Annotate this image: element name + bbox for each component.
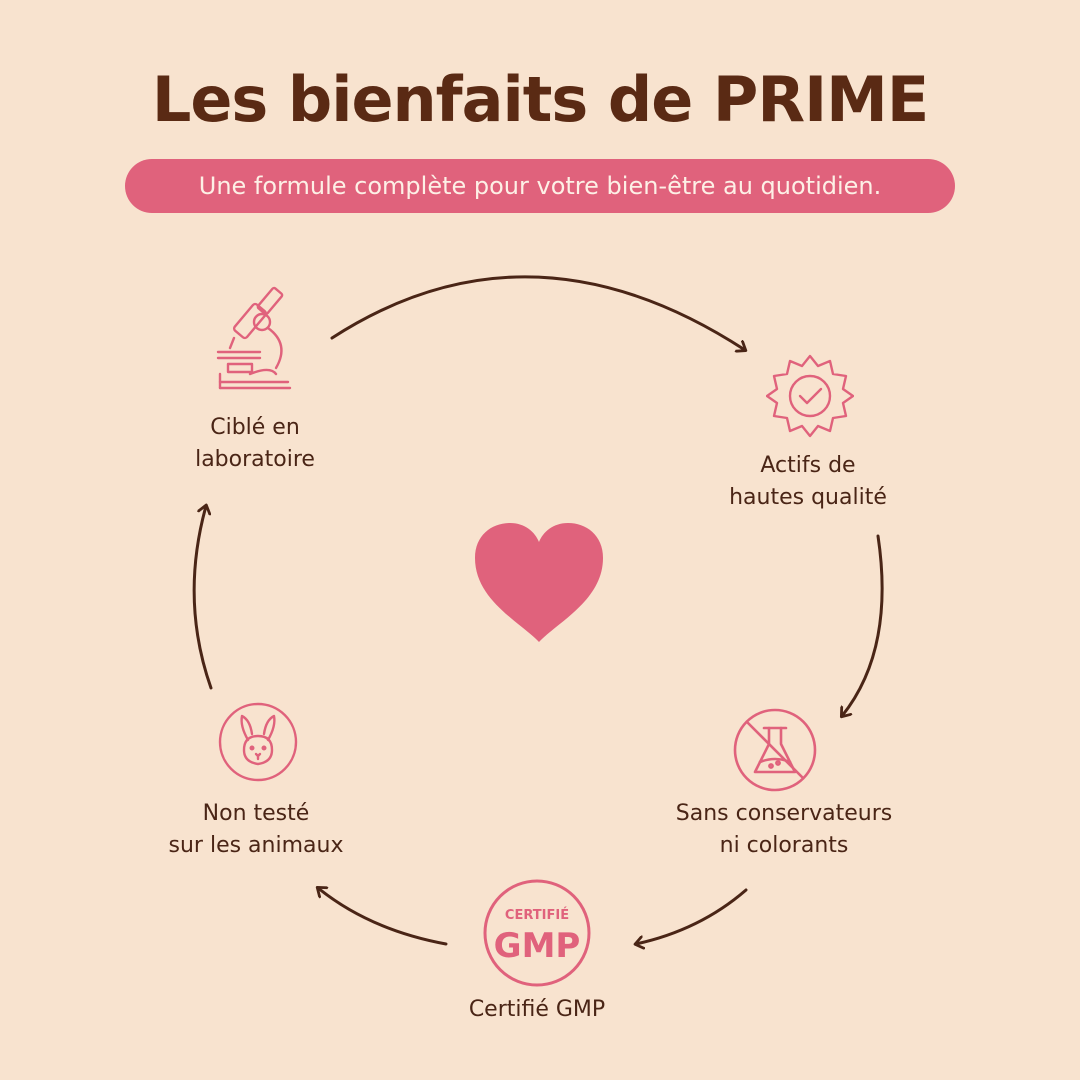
svg-text:GMP: GMP xyxy=(494,926,581,966)
microscope-icon xyxy=(216,286,292,390)
benefit-label-animals: Non testé sur les animaux xyxy=(168,801,344,858)
heart-icon xyxy=(475,523,603,642)
gmp-badge-icon: CERTIFIÉ GMP xyxy=(483,879,591,987)
benefit-label-lab: Ciblé en laboratoire xyxy=(195,415,315,472)
arrow-lab-to-quality xyxy=(330,275,745,350)
rabbit-icon xyxy=(218,702,298,782)
arrow-gmp-to-animals xyxy=(318,888,448,946)
arrow-quality-to-preservatives xyxy=(842,534,884,716)
page-title: Les bienfaits de PRIME xyxy=(151,63,929,136)
subtitle-banner: Une formule complète pour votre bien-êtr… xyxy=(125,159,955,213)
quality-badge-icon xyxy=(766,354,854,438)
benefit-label-preservatives: Sans conservateurs ni colorants xyxy=(675,801,893,858)
benefit-label-gmp: Certifié GMP xyxy=(468,997,606,1022)
benefit-label-quality: Actifs de hautes qualité xyxy=(729,453,887,510)
svg-text:CERTIFIÉ: CERTIFIÉ xyxy=(505,907,569,923)
arrow-animals-to-lab xyxy=(192,506,213,690)
no-chemicals-icon xyxy=(733,708,817,792)
arrow-preservatives-to-gmp xyxy=(636,888,748,944)
